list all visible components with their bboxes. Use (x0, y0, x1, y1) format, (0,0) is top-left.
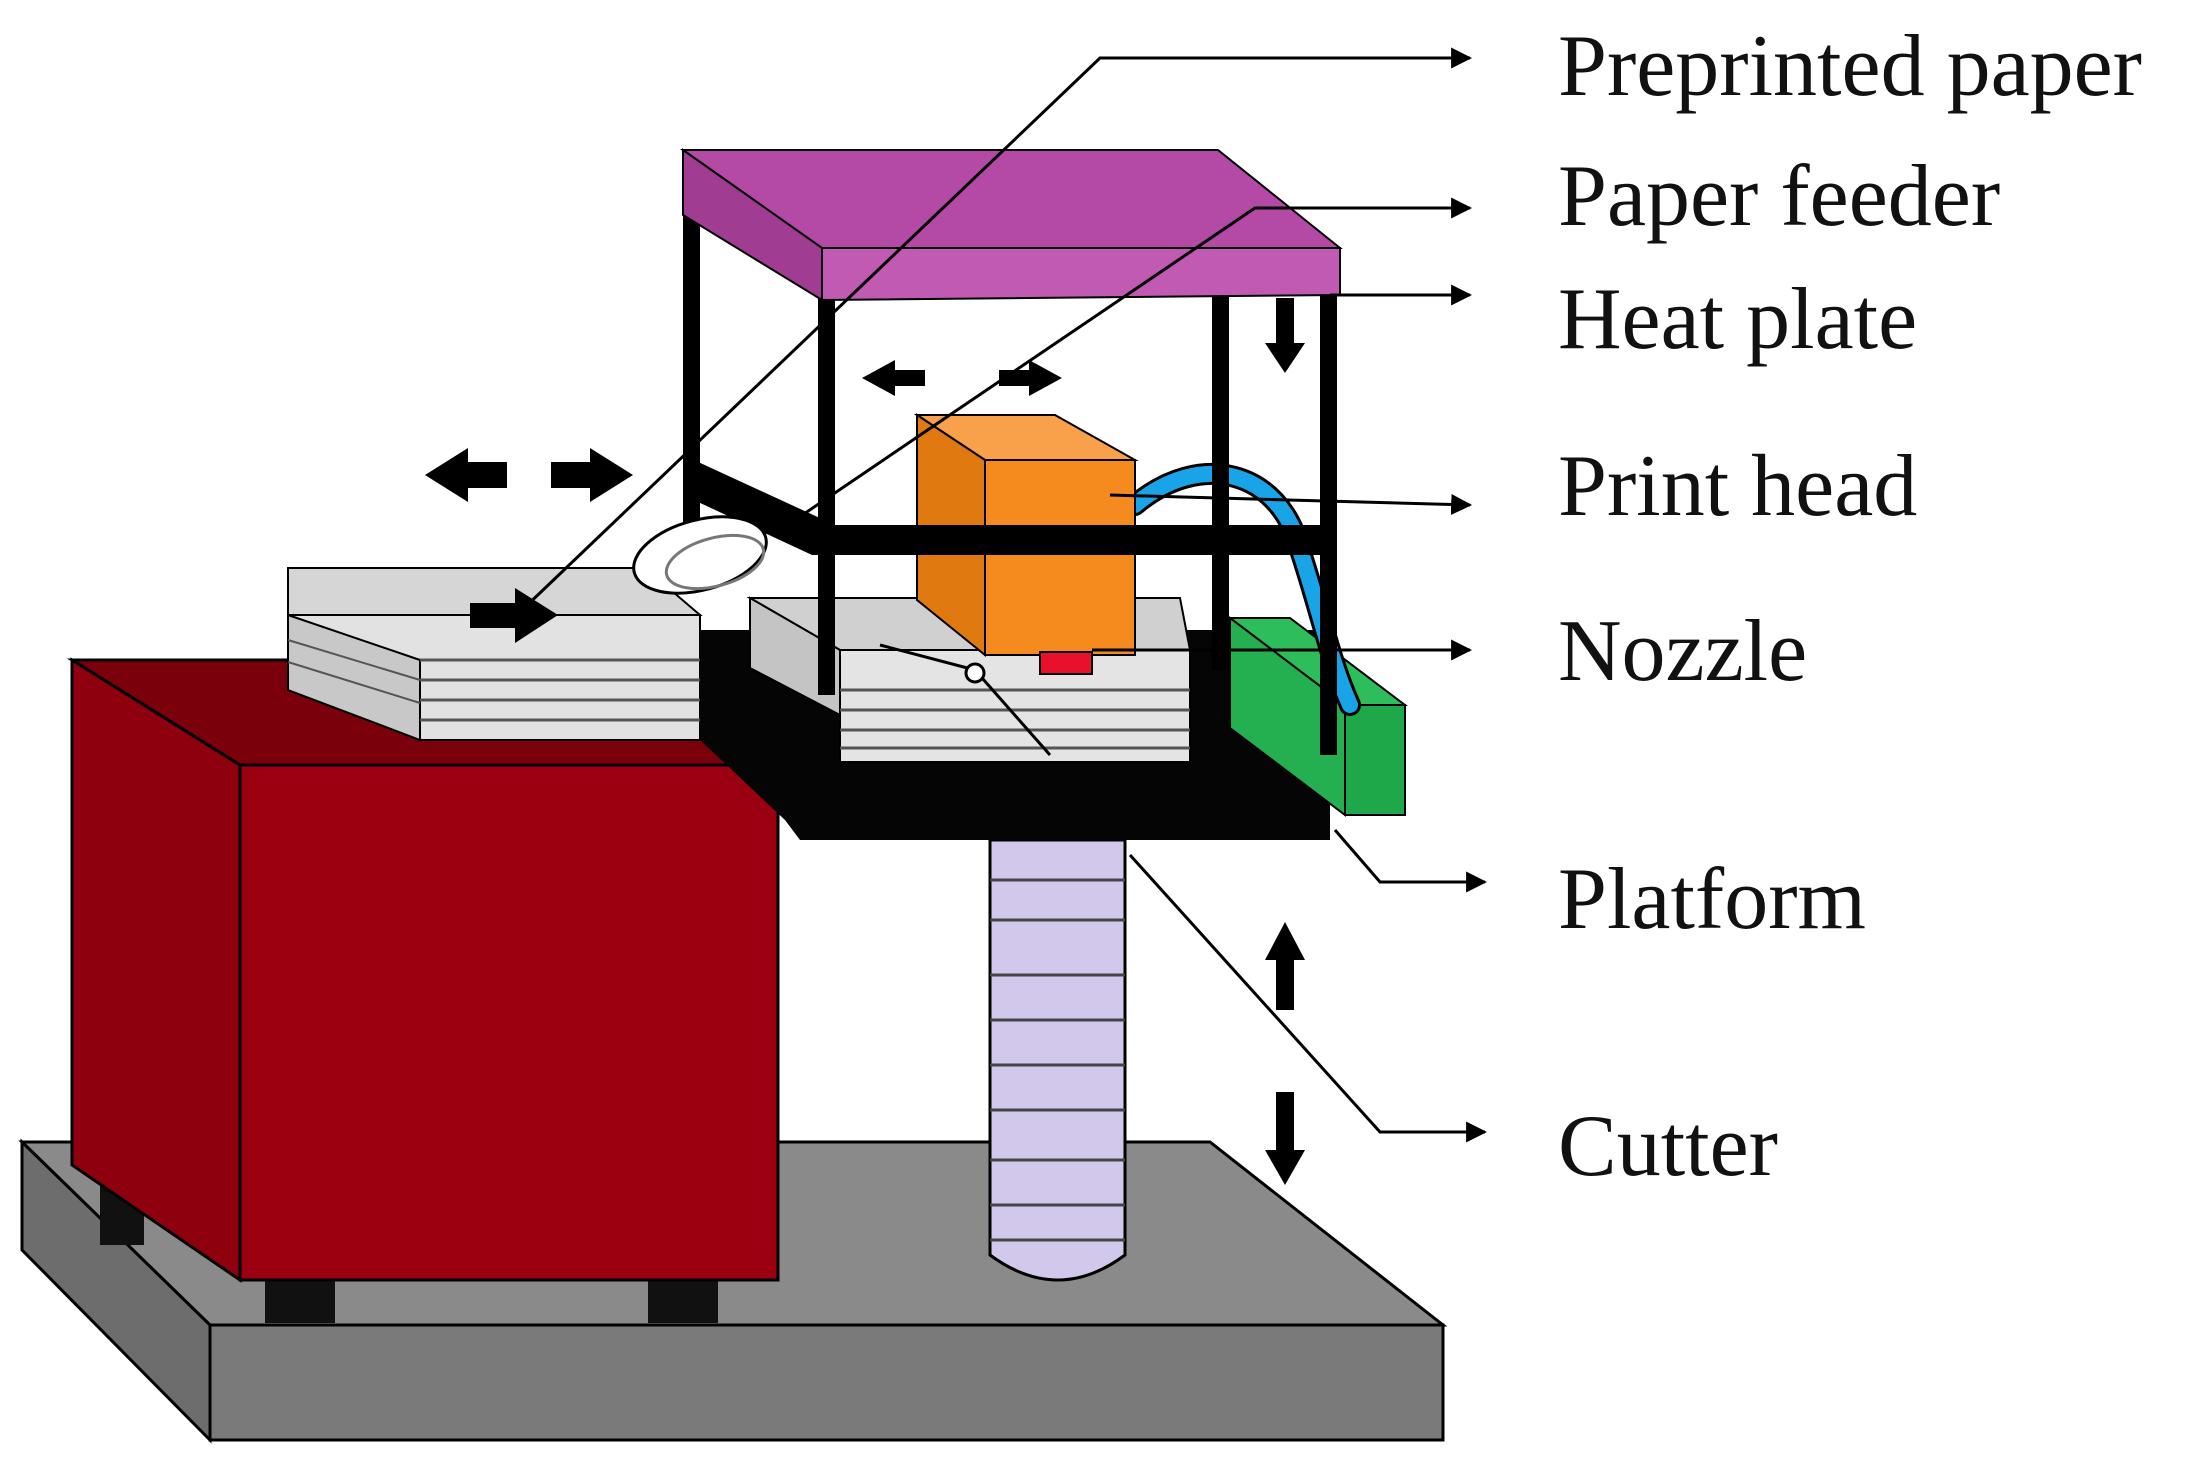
leader-paper-feeder (794, 197, 1473, 522)
cutter-blade (879, 643, 1052, 756)
ink-supply-box (1227, 615, 1408, 818)
nozzle-block (1039, 651, 1093, 675)
label-preprinted-paper: Preprinted paper (1558, 18, 2142, 115)
leader-preprinted-paper (518, 47, 1473, 614)
label-paper-feeder: Paper feeder (1558, 148, 2000, 245)
label-print-head: Print head (1558, 438, 1917, 535)
heat-plate-top (679, 148, 1343, 302)
feed-roller (632, 515, 768, 595)
motion-arrows (425, 298, 1305, 1185)
labels: Preprinted paper Paper feeder Heat plate… (1558, 18, 2142, 1195)
cutter-column (988, 838, 1127, 1282)
print-head-block (913, 413, 1139, 658)
leader-cutter (1128, 853, 1488, 1143)
label-cutter: Cutter (1558, 1098, 1778, 1195)
label-platform: Platform (1558, 851, 1866, 948)
frame-rails (683, 455, 1330, 555)
leader-platform (1333, 829, 1488, 893)
leader-lines (518, 47, 1488, 1143)
frame-posts (683, 215, 1337, 755)
paper-feeder-box (66, 657, 783, 1283)
label-heat-plate: Heat plate (1558, 271, 1917, 368)
leader-print-head (1109, 493, 1473, 515)
label-nozzle: Nozzle (1558, 603, 1807, 700)
paper-stack-feeder (287, 567, 703, 742)
